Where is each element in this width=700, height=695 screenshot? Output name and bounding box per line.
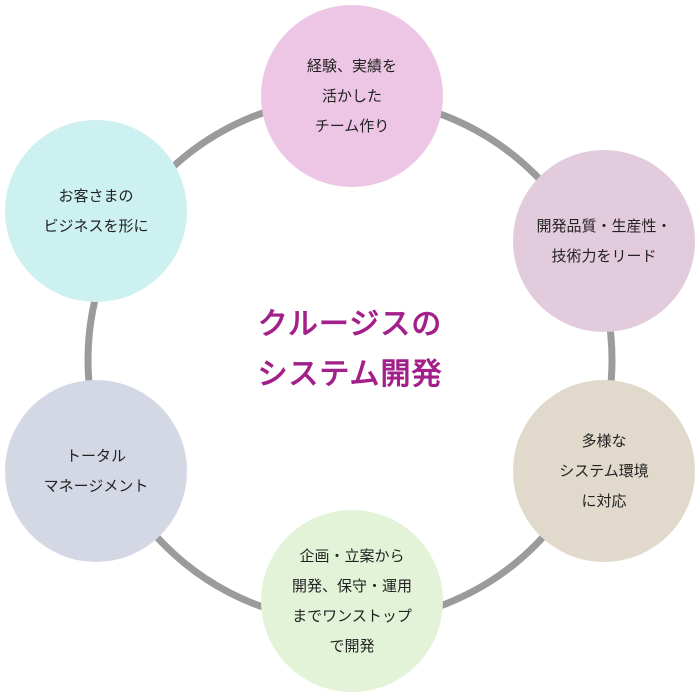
node-text-line: 多様な bbox=[581, 432, 627, 450]
node-text-line: トータル bbox=[65, 447, 126, 465]
node-text-line: 開発品質・生産性・ bbox=[536, 217, 672, 235]
center-title-line-2: システム開発 bbox=[257, 357, 443, 392]
node-text-line: 企画・立案から bbox=[299, 547, 405, 565]
node-text-line: 活かした bbox=[321, 87, 382, 105]
node-text-line: で開発 bbox=[329, 637, 375, 655]
center-title: クルージスの システム開発 bbox=[190, 300, 510, 400]
node-text-line: までワンストップ bbox=[292, 607, 412, 625]
node-text-line: マネージメント bbox=[43, 477, 149, 495]
node-team-building: 経験、実績を 活かした チーム作り bbox=[261, 5, 443, 187]
node-text-line: に対応 bbox=[581, 492, 627, 510]
node-text-line: 技術力をリード bbox=[551, 247, 657, 265]
node-quality-tech: 開発品質・生産性・ 技術力をリード bbox=[513, 150, 695, 332]
node-text-line: チーム作り bbox=[314, 117, 390, 135]
node-customer-business: お客さまの ビジネスを形に bbox=[5, 120, 187, 302]
node-one-stop: 企画・立案から 開発、保守・運用 までワンストップ で開発 bbox=[261, 510, 443, 692]
node-text-line: 経験、実績を bbox=[306, 57, 397, 75]
node-diverse-env: 多様な システム環境 に対応 bbox=[513, 380, 695, 562]
node-text-line: 開発、保守・運用 bbox=[291, 577, 412, 595]
node-text-line: システム環境 bbox=[559, 462, 649, 480]
node-total-management: トータル マネージメント bbox=[5, 380, 187, 562]
node-text-line: ビジネスを形に bbox=[43, 217, 149, 235]
center-title-line-1: クルージスの bbox=[257, 307, 443, 342]
node-text-line: お客さまの bbox=[58, 187, 134, 205]
